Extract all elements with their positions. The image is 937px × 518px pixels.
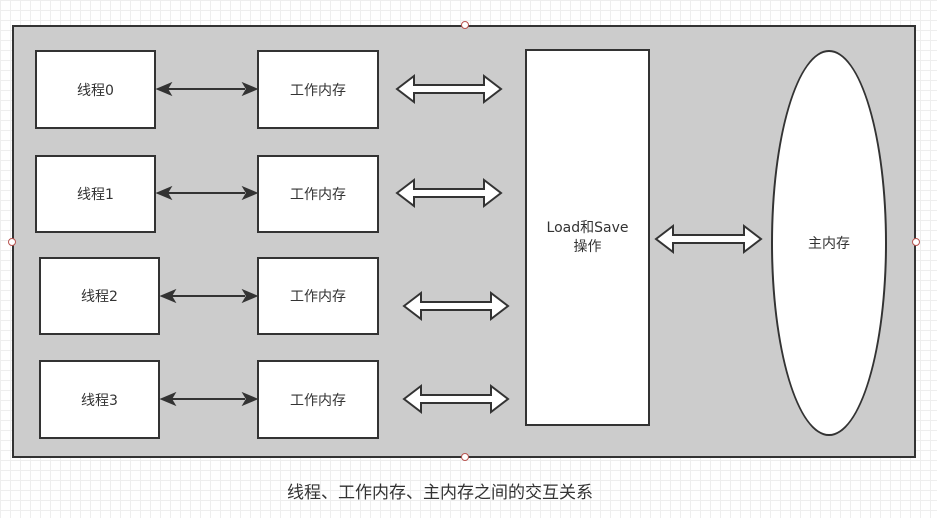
main-memory-label: 主内存 — [808, 236, 850, 252]
thin-double-arrow-2 — [159, 288, 259, 304]
diagram-caption: 线程、工作内存、主内存之间的交互关系 — [287, 483, 593, 503]
work-memory-box-2: 工作内存 — [257, 257, 379, 335]
load-save-label-line1: Load和Save — [546, 219, 629, 236]
thread-label: 线程3 — [81, 392, 118, 409]
block-arrow-1 — [395, 177, 503, 209]
block-arrow-main — [654, 223, 763, 255]
thread-label: 线程2 — [81, 289, 118, 305]
selection-handle-bottom[interactable] — [461, 453, 469, 461]
diagram-container — [12, 25, 916, 458]
work-memory-label: 工作内存 — [290, 187, 346, 203]
block-arrow-2 — [402, 290, 510, 322]
work-memory-box-3: 工作内存 — [257, 360, 379, 439]
thread-box-0: 线程0 — [35, 50, 156, 129]
work-memory-box-1: 工作内存 — [257, 155, 379, 233]
thin-double-arrow-3 — [159, 391, 259, 407]
work-memory-label: 工作内存 — [290, 289, 346, 305]
work-memory-label: 工作内存 — [290, 82, 346, 99]
main-memory-ellipse: 主内存 — [771, 50, 887, 436]
load-save-label-line2: 操作 — [573, 238, 602, 255]
selection-handle-left[interactable] — [8, 238, 16, 246]
thin-double-arrow-1 — [155, 185, 259, 201]
thread-box-1: 线程1 — [35, 155, 156, 233]
work-memory-box-0: 工作内存 — [257, 50, 379, 129]
thread-label: 线程1 — [77, 187, 114, 203]
load-save-box: Load和Save 操作 — [525, 49, 650, 426]
work-memory-label: 工作内存 — [290, 392, 346, 409]
thread-box-3: 线程3 — [39, 360, 160, 439]
block-arrow-3 — [402, 383, 510, 415]
thread-box-2: 线程2 — [39, 257, 160, 335]
block-arrow-0 — [395, 73, 503, 105]
selection-handle-top[interactable] — [461, 21, 469, 29]
thin-double-arrow-0 — [155, 81, 259, 97]
selection-handle-right[interactable] — [912, 238, 920, 246]
thread-label: 线程0 — [77, 82, 114, 99]
